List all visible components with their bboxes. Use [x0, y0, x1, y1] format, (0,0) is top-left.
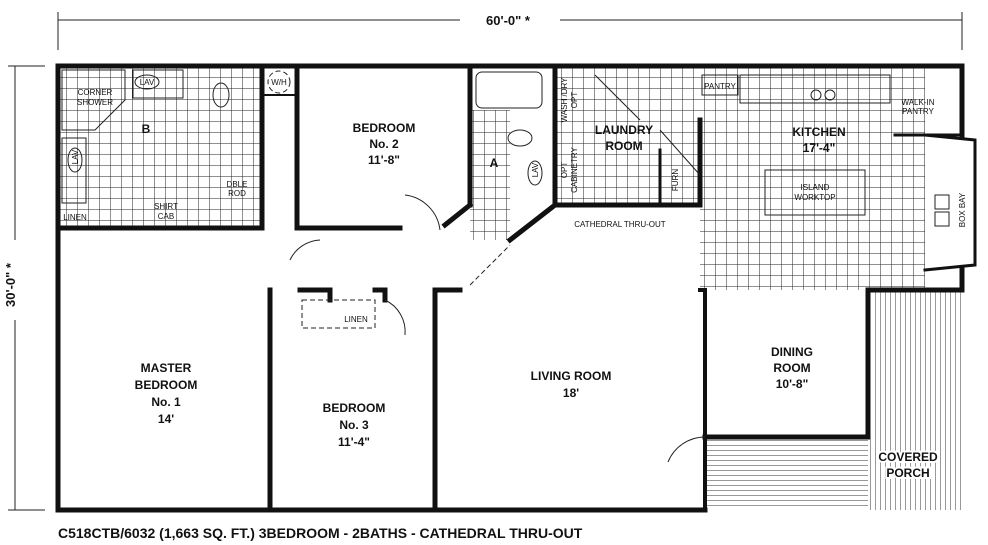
bedroom3-size: 11'-4" — [338, 435, 370, 449]
pantry-label: PANTRY — [704, 82, 736, 91]
bath-a-label: A — [490, 156, 499, 170]
bedroom3-name: BEDROOM — [323, 401, 386, 415]
rod-label: ROD — [228, 189, 246, 198]
fixtures — [61, 69, 950, 463]
master-bath-floor — [58, 66, 262, 228]
bath-a-floor — [470, 110, 510, 240]
worktop-label: WORKTOP — [794, 193, 835, 202]
bedroom2-size: 11'-8" — [368, 153, 400, 167]
lav-label: LAV — [140, 78, 155, 87]
kitchen-size: 17'-4" — [803, 141, 836, 155]
kitchen-name: KITCHEN — [792, 125, 845, 139]
depth-dimension: 30'-0" * — [3, 65, 45, 511]
island-label: ISLAND — [801, 183, 830, 192]
furnace-label: FURN — [671, 169, 680, 191]
master-bedroom-name2: BEDROOM — [135, 378, 198, 392]
toilet-icon — [507, 129, 533, 147]
shirt-label: SHIRT — [154, 202, 178, 211]
island-worktop — [764, 169, 866, 216]
dble-label: DBLE — [227, 180, 248, 189]
lav-icon — [134, 74, 160, 90]
bedroom2-name: BEDROOM — [353, 121, 416, 135]
water-heater-label: W/H — [271, 78, 287, 87]
linen-label: LINEN — [63, 213, 87, 222]
width-dimension: 60'-0" * — [57, 12, 963, 50]
cabinetry-label: CABINETRY — [570, 147, 579, 193]
water-heater-icon — [267, 70, 291, 94]
room-labels: CORNER SHOWER LAV LAV B LINEN SHIRT CAB … — [63, 77, 967, 482]
walk-in-pantry-label: PANTRY — [902, 107, 934, 116]
linen-label: LINEN — [344, 315, 368, 324]
bath-b-label: B — [142, 122, 151, 136]
cab-label: CAB — [158, 212, 174, 221]
wash-dry-label: WASH /DRY — [560, 77, 569, 123]
porch-name: COVERED — [878, 450, 938, 464]
stove-burner-icon — [824, 89, 836, 101]
depth-label: 30'-0" * — [3, 262, 18, 307]
width-label: 60'-0" * — [486, 13, 531, 28]
opt-label: OPT — [570, 92, 579, 109]
master-bedroom-name: MASTER — [141, 361, 192, 375]
toilet-icon — [212, 82, 230, 108]
shower-label: SHOWER — [77, 98, 113, 107]
kitchen-floor — [700, 66, 925, 290]
porch-label: PORCH — [886, 466, 929, 480]
dining-name: DINING — [771, 345, 813, 359]
side-deck — [868, 290, 962, 510]
opt-label: OPT — [560, 162, 569, 179]
corner-label: CORNER — [78, 88, 113, 97]
dining-room-label: ROOM — [773, 361, 810, 375]
living-room-name: LIVING ROOM — [531, 369, 612, 383]
lav-icon — [527, 160, 543, 186]
plan-caption: C518CTB/6032 (1,663 SQ. FT.) 3BEDROOM - … — [58, 525, 583, 541]
master-bedroom-number: No. 1 — [151, 395, 181, 409]
lav-counter — [132, 69, 184, 99]
lav-label: LAV — [531, 162, 540, 177]
porch-deck — [705, 440, 868, 510]
bedroom2-number: No. 2 — [369, 137, 399, 151]
laundry-room-label: ROOM — [605, 139, 642, 153]
walk-in-label: WALK-IN — [901, 98, 934, 107]
master-bedroom-size: 14' — [158, 412, 174, 426]
lav-icon — [67, 147, 83, 173]
stove-burner-icon — [810, 89, 822, 101]
corner-shower-icon — [61, 69, 126, 131]
lav-label: LAV — [71, 149, 80, 164]
cathedral-note: CATHEDRAL THRU-OUT — [574, 220, 666, 229]
living-room-size: 18' — [563, 386, 579, 400]
laundry-floor — [555, 66, 700, 205]
dining-size: 10'-8" — [776, 377, 809, 391]
walls — [55, 63, 977, 513]
laundry-name: LAUNDRY — [595, 123, 653, 137]
bathtub-icon — [475, 71, 543, 109]
bedroom3-number: No. 3 — [339, 418, 369, 432]
box-bay-label: BOX BAY — [958, 192, 967, 227]
